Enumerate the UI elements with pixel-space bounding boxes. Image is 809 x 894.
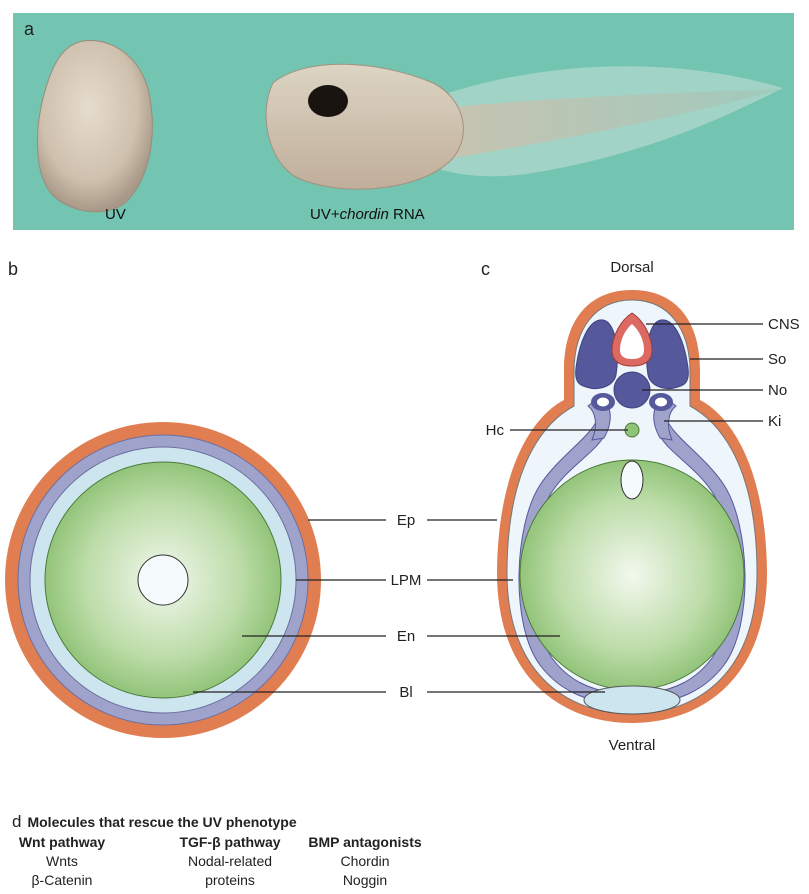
en-label: En [397,628,415,645]
panel-d-label: d [12,812,21,831]
panel-b-label: b [8,259,18,279]
panel-d-title-text: Molecules that rescue the UV phenotype [27,814,296,830]
lpm-label: LPM [391,572,422,589]
dorsal-label: Dorsal [610,259,653,276]
hc-label: Hc [486,422,505,439]
cns-label: CNS [768,316,800,333]
c-kidney-right-lumen [655,398,667,407]
bl-label: Bl [399,684,412,701]
panel-d-title: d Molecules that rescue the UV phenotype [12,812,297,832]
wnt-item-1: Wnts [8,852,116,871]
no-label: No [768,382,787,399]
tadpole-body [266,64,463,189]
so-label: So [768,351,786,368]
uv-embryo [37,41,152,212]
wnt-header: Wnt pathway [8,833,116,852]
wnt-column: Wnt pathway Wnts β-Catenin [8,833,116,890]
panel-a-photo: a UV UV+chordin RNA [13,13,794,230]
tgf-item-1: Nodal-related [168,852,292,871]
embryo-photo-illustration [13,13,794,230]
tgf-header: TGF-β pathway [168,833,292,852]
b-cavity [138,555,188,605]
wnt-item-2: β-Catenin [8,871,116,890]
panel-a-label: a [24,19,34,40]
bmp-item-1: Chordin [300,852,430,871]
panels-b-c: b c Dorsal Ventral Ep LPM En Bl [0,240,809,800]
c-blastocoel [584,686,680,714]
bmp-column: BMP antagonists Chordin Noggin [300,833,430,890]
panel-c-label: c [481,259,490,279]
c-kidney-left-lumen [597,398,609,407]
ventral-label: Ventral [609,737,656,754]
uv-chordin-caption: UV+chordin RNA [310,206,425,223]
ki-label: Ki [768,413,781,430]
tgf-column: TGF-β pathway Nodal-related proteins [168,833,292,890]
uv-caption: UV [105,206,126,223]
c-cavity [621,461,643,499]
bmp-header: BMP antagonists [300,833,430,852]
tadpole-eye [308,85,348,117]
ep-label: Ep [397,512,415,529]
tgf-item-2: proteins [168,871,292,890]
bmp-item-2: Noggin [300,871,430,890]
